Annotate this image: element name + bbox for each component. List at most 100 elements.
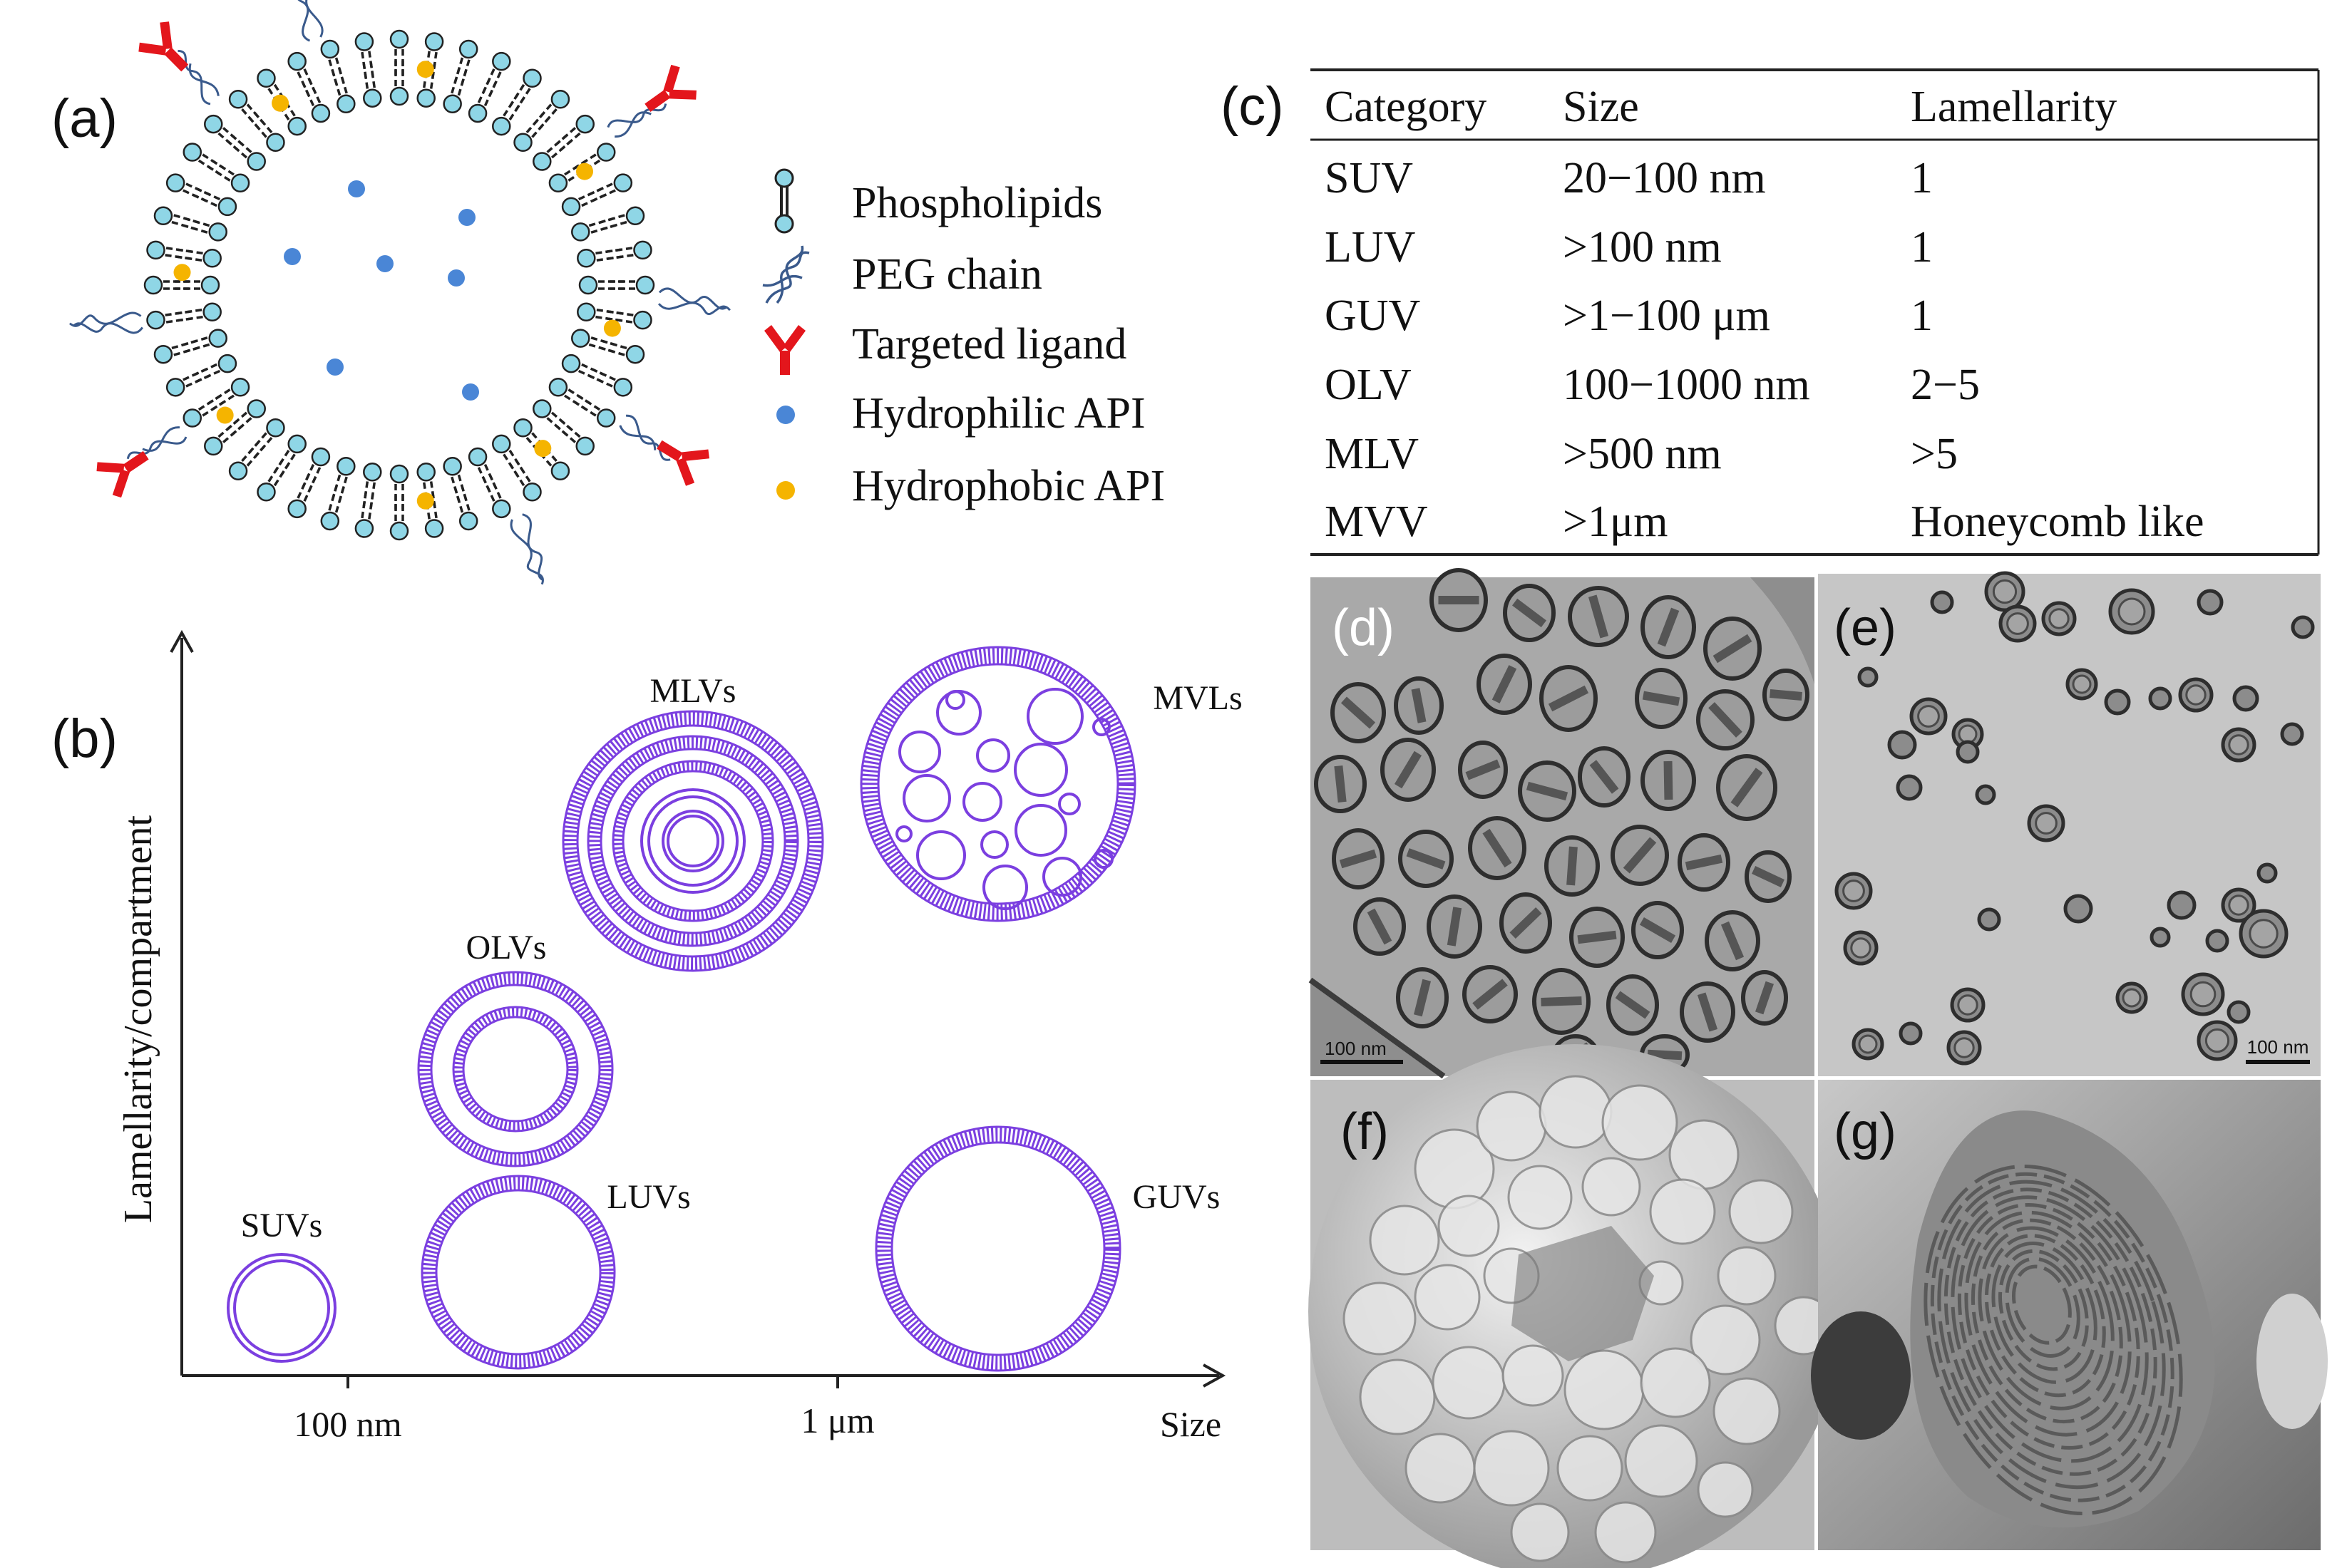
targeted-ligand xyxy=(619,414,710,486)
phospholipid xyxy=(320,457,356,531)
cryo-vesicle xyxy=(2115,981,2148,1014)
lamella xyxy=(1957,1203,2140,1450)
lamella xyxy=(1930,1172,2174,1502)
hydrophobic-api xyxy=(603,319,621,337)
cryo-vesicle xyxy=(1852,1028,1884,1061)
cryo-vesicle xyxy=(1887,730,1917,760)
cryo-vesicle xyxy=(1946,1030,1982,1066)
cryo-vesicle xyxy=(1611,825,1669,886)
hydrophilic-dot-icon xyxy=(776,406,795,424)
hydrophilic-api xyxy=(458,209,476,226)
vesicle-label-mlvs: MLVs xyxy=(650,672,736,710)
lamella xyxy=(2012,1264,2072,1345)
panel-g: (g) xyxy=(1811,1080,2328,1550)
mvl-compartment xyxy=(1092,718,1111,736)
table-row: MLV >500 nm >5 xyxy=(1325,430,1958,478)
cryo-vesicle xyxy=(1631,901,1684,959)
cryo-vesicle xyxy=(1640,595,1696,659)
hydrophobic-api xyxy=(272,94,289,112)
phospholipid xyxy=(492,434,542,502)
cryo-vesicle xyxy=(1635,668,1688,729)
phospholipid xyxy=(257,68,307,136)
olv-vesicle-outer xyxy=(417,971,614,1167)
hydrophilic-api xyxy=(348,180,365,197)
cryo-vesicle xyxy=(1741,970,1788,1026)
cryo-vesicle xyxy=(2232,685,2259,712)
table-cell: LUV xyxy=(1325,223,1416,272)
compartment-bubble xyxy=(1601,1084,1678,1161)
phospholipid xyxy=(183,378,250,428)
cryo-vesicle xyxy=(2178,677,2214,713)
legend-label-hydrophobic: Hydrophobic API xyxy=(852,462,1165,510)
cryo-vesicle xyxy=(2197,589,2224,616)
hydrophilic-api xyxy=(284,248,301,265)
peg-chain xyxy=(657,287,731,315)
compartment-bubble xyxy=(1476,1090,1547,1162)
phospholipid xyxy=(416,463,444,538)
hydrophilic-api xyxy=(462,383,479,401)
x-axis-label: Size xyxy=(1160,1404,1221,1444)
cryo-vesicles-d xyxy=(1314,568,1809,1076)
table-cell: MLV xyxy=(1325,430,1419,478)
cryo-vesicle xyxy=(1462,965,1518,1023)
scale-label-e: 100 nm xyxy=(2247,1036,2309,1058)
cryo-vesicle xyxy=(1843,930,1879,966)
lamella xyxy=(1971,1218,2123,1424)
internal-compartments-f xyxy=(1342,1075,1834,1564)
cryo-vesicle xyxy=(1532,968,1591,1035)
panel-label-f: (f) xyxy=(1340,1103,1389,1160)
lamella xyxy=(1924,1165,2183,1515)
table-row: OLV 100−1000 nm 2−5 xyxy=(1325,361,1980,409)
phospholipid xyxy=(492,68,542,136)
cryo-vesicle xyxy=(1703,617,1762,681)
compartment-bubble xyxy=(1668,1119,1740,1190)
micrograph-e xyxy=(1818,574,2321,1076)
table-cell: OLV xyxy=(1325,361,1412,409)
phospholipid xyxy=(533,114,595,171)
compartment-bubble xyxy=(1473,1430,1550,1507)
phospholipid xyxy=(204,114,266,171)
cryo-vesicle xyxy=(1899,1021,1923,1046)
compartment-bubble xyxy=(1437,1195,1500,1257)
ligand-icon xyxy=(764,325,806,375)
compartment-bubble xyxy=(1556,1435,1623,1502)
hydrophobic-dot-icon xyxy=(776,481,795,500)
guv-vesicle xyxy=(875,1125,1121,1372)
hydrophobic-api xyxy=(416,492,434,510)
phospholipid xyxy=(548,378,616,428)
table-header-category: Category xyxy=(1325,83,1486,131)
table-cell: >500 nm xyxy=(1563,430,1722,478)
cryo-vesicle xyxy=(1977,907,2001,932)
cryo-vesicle xyxy=(1353,897,1406,956)
table-header-size: Size xyxy=(1563,83,1639,131)
lamella xyxy=(1943,1187,2157,1476)
phospholipid xyxy=(146,302,222,330)
compartment-bubble xyxy=(1717,1246,1777,1306)
mlv-lamella xyxy=(612,760,774,922)
phospholipid xyxy=(577,302,652,330)
phospholipid xyxy=(468,51,511,123)
cryo-vesicle xyxy=(1909,697,1948,736)
mvl-compartment xyxy=(916,830,966,880)
cryo-vesicle xyxy=(1745,850,1792,903)
cryo-vesicle xyxy=(1975,784,1996,805)
table-cell: >1μm xyxy=(1563,497,1668,546)
vesicle-label-mvls: MVLs xyxy=(1153,679,1242,717)
cryo-vesicle xyxy=(1640,750,1696,811)
cryo-vesicle xyxy=(1330,682,1386,743)
cryo-vesicle xyxy=(1468,816,1526,880)
table-cell: >100 nm xyxy=(1563,223,1722,272)
compartment-bubble xyxy=(1539,1075,1613,1149)
lamella xyxy=(1998,1249,2089,1371)
vesicle-label-luvs: LUVs xyxy=(607,1178,690,1216)
panel-a: (a) Phospholipids PEG chain Targeted l xyxy=(51,0,1165,585)
phospholipid xyxy=(228,418,285,480)
lamella xyxy=(1951,1195,2149,1463)
peg-chain-icon xyxy=(762,245,810,304)
suv-vesicle xyxy=(227,1253,337,1363)
x-tick-label-100nm: 100 nm xyxy=(294,1404,402,1444)
hydrophobic-api xyxy=(173,264,191,282)
lamella xyxy=(1964,1210,2132,1437)
lamellae-g xyxy=(1924,1165,2183,1515)
mlv-lamella xyxy=(662,810,724,872)
